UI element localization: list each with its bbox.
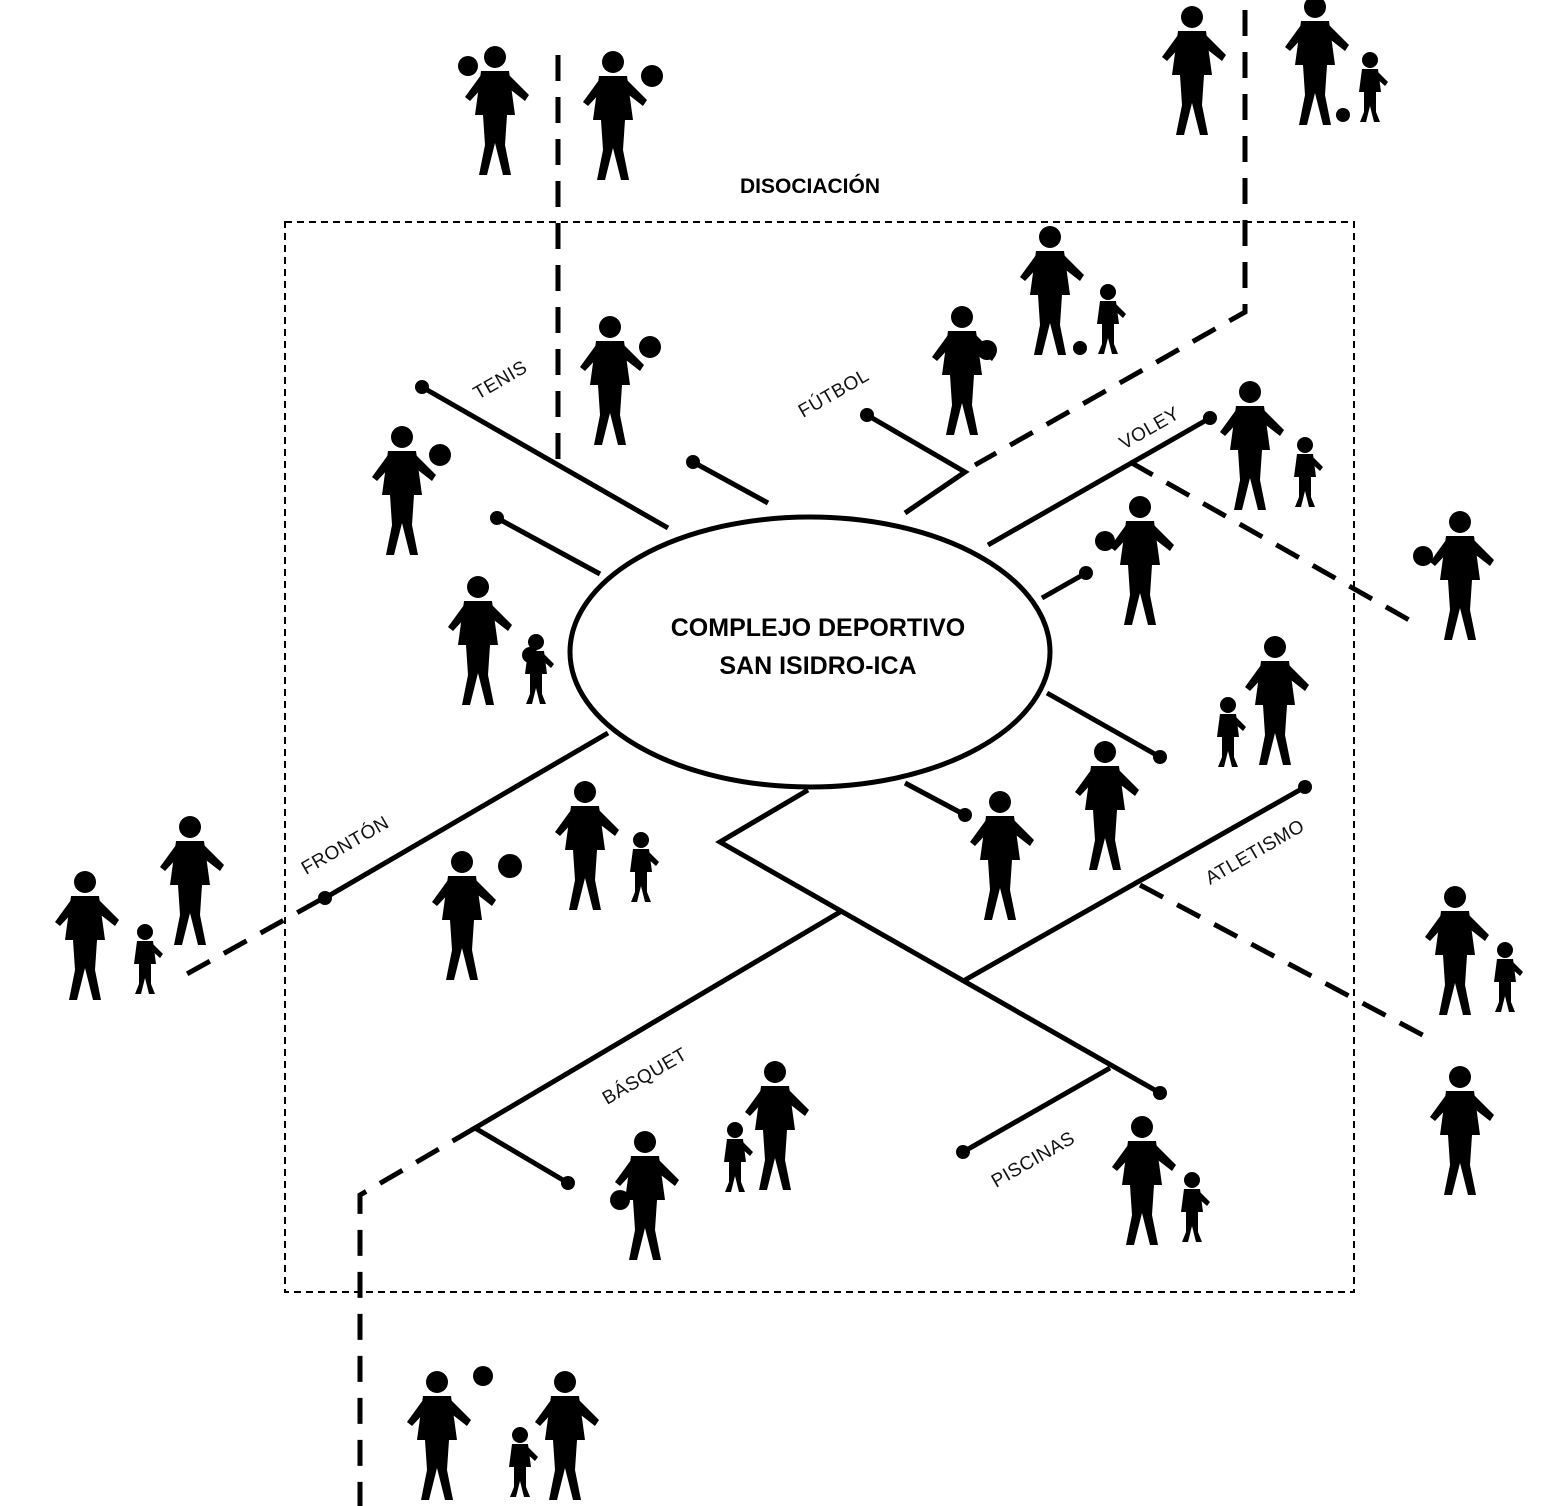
player-silhouette-icon: [160, 816, 224, 945]
ball-icon: [1073, 341, 1087, 355]
player-silhouette-icon: [1075, 741, 1139, 870]
child-silhouette-icon: [509, 1427, 538, 1497]
child-silhouette-icon: [1181, 1172, 1210, 1242]
ball-icon: [1413, 546, 1433, 566]
player-silhouette-icon: [580, 316, 644, 445]
hub-title-line1: COMPLEJO DEPORTIVO: [671, 614, 965, 642]
player-silhouette-icon: [1162, 6, 1226, 135]
label-atletismo: ATLETISMO: [1202, 816, 1308, 890]
child-silhouette-icon: [724, 1122, 753, 1192]
hub-ellipse: [567, 514, 1053, 790]
label-piscinas: PISCINAS: [988, 1128, 1079, 1193]
player-silhouette-icon: [448, 576, 512, 705]
ball-icon: [498, 854, 522, 878]
label-basquet: BÁSQUET: [599, 1044, 691, 1109]
ball-icon: [977, 340, 997, 360]
player-silhouette-icon: [1112, 1116, 1176, 1245]
ball-icon: [429, 444, 451, 466]
ball-icon: [522, 647, 538, 663]
player-silhouette-icon: [407, 1371, 471, 1500]
label-voley: VOLEY: [1116, 403, 1184, 454]
child-silhouette-icon: [1294, 437, 1323, 507]
player-silhouette-icon: [55, 871, 119, 1000]
futbol-external-link: [973, 10, 1248, 468]
ball-icon: [1336, 108, 1350, 122]
child-silhouette-icon: [525, 634, 554, 704]
player-silhouette-icon: [932, 306, 996, 435]
player-silhouette-icon: [535, 1371, 599, 1500]
player-silhouette-icon: [1425, 886, 1489, 1015]
branch-lines: [323, 384, 1307, 1186]
player-silhouette-icon: [1245, 636, 1309, 765]
dissociation-frame: [284, 221, 1355, 1293]
child-silhouette-icon: [1494, 942, 1523, 1012]
player-silhouette-icon: [970, 791, 1034, 920]
player-silhouette-icon: [745, 1061, 809, 1190]
child-silhouette-icon: [134, 924, 163, 994]
child-silhouette-icon: [1097, 284, 1126, 354]
player-silhouette-icon: [1220, 381, 1284, 510]
player-silhouette-icon: [1110, 496, 1174, 625]
ball-icon: [458, 56, 478, 76]
player-silhouette-icon: [1285, 0, 1349, 125]
basquet-external-link: [357, 1125, 477, 1506]
player-silhouette-icon: [1020, 226, 1084, 355]
ball-icon: [610, 1190, 630, 1210]
hub-title-line2: SAN ISIDRO-ICA: [719, 652, 916, 680]
child-silhouette-icon: [1217, 697, 1246, 767]
ball-icon: [473, 1366, 493, 1386]
player-silhouette-icon: [583, 51, 647, 180]
player-silhouette-icon: [555, 781, 619, 910]
voley-external-link: [1128, 459, 1420, 628]
child-silhouette-icon: [1359, 52, 1388, 122]
ball-icon: [1095, 531, 1115, 551]
ball-icon: [639, 336, 661, 358]
label-tenis: TENIS: [470, 357, 531, 404]
atletismo-external-link: [1138, 882, 1434, 1043]
player-silhouette-icon: [372, 426, 436, 555]
player-silhouette-icon: [1430, 1066, 1494, 1195]
player-silhouettes: [55, 0, 1523, 1500]
player-silhouette-icon: [432, 851, 496, 980]
fronton-external-link: [183, 897, 322, 978]
child-silhouette-icon: [630, 832, 659, 902]
player-silhouette-icon: [1430, 511, 1494, 640]
branch-endpoints: [318, 380, 1312, 1190]
page-title: DISOCIACIÓN: [740, 174, 880, 198]
ball-icon: [641, 65, 663, 87]
